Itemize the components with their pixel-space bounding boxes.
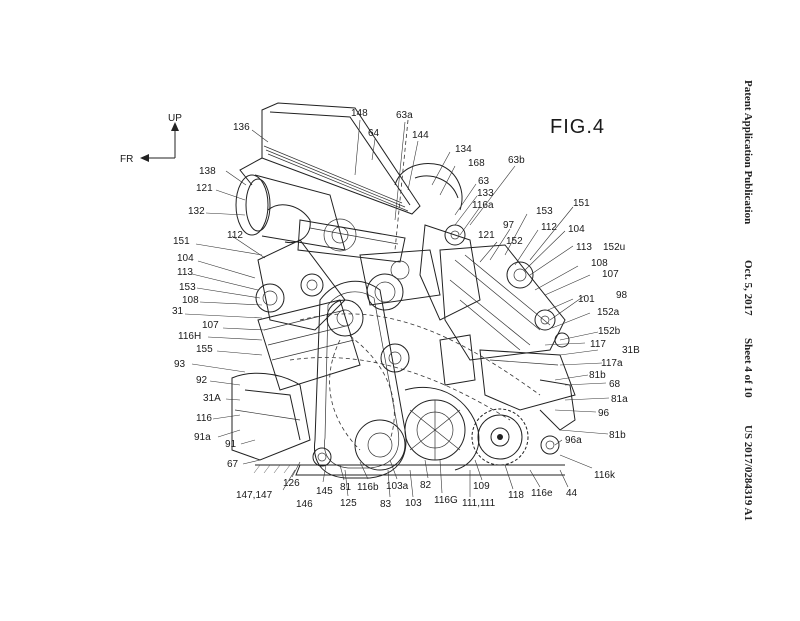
ref-67: 67: [227, 459, 239, 470]
ref-152b: 152b: [598, 326, 621, 337]
reference-labels: 148 63a 136 64 144 134 168 63b 138 63 12…: [172, 108, 640, 510]
ref-83: 83: [380, 499, 392, 510]
ref-111: 111,111: [462, 498, 496, 509]
ref-117: 117: [590, 339, 606, 350]
ref-101: 101: [578, 294, 595, 305]
crankcase: [253, 379, 576, 476]
ref-81b-upper: 81b: [589, 370, 606, 381]
ref-31: 31: [172, 306, 184, 317]
ref-108-left: 108: [182, 295, 199, 306]
ref-152a: 152a: [597, 307, 620, 318]
ref-144: 144: [412, 130, 429, 141]
front-label: FR: [120, 154, 133, 165]
ref-104-right: 104: [568, 224, 585, 235]
front-arrow-icon: [140, 154, 149, 162]
ref-91a: 91a: [194, 432, 211, 443]
figure-title: FIG.4: [550, 116, 605, 138]
ref-116e: 116e: [531, 488, 553, 499]
ref-136: 136: [233, 122, 250, 133]
chain-path-lower: [289, 357, 511, 421]
ref-152: 152: [506, 236, 523, 247]
orientation-indicator: UP FR: [120, 113, 182, 165]
ref-134: 134: [455, 144, 472, 155]
ref-146: 146: [296, 499, 313, 510]
ref-96a: 96a: [565, 435, 582, 446]
ref-116G: 116G: [434, 495, 458, 506]
ref-153-right: 153: [536, 206, 553, 217]
ref-116b: 116b: [357, 482, 379, 493]
ref-116: 116: [196, 413, 212, 424]
ref-118: 118: [508, 490, 524, 501]
ref-155: 155: [196, 344, 213, 355]
ref-96: 96: [598, 408, 610, 419]
ref-138: 138: [199, 166, 216, 177]
ref-116a: 116a: [472, 200, 494, 211]
ref-81a: 81a: [611, 394, 628, 405]
ref-125: 125: [340, 498, 357, 509]
ref-132: 132: [188, 206, 205, 217]
up-label: UP: [168, 113, 182, 124]
sheet-number: Sheet 4 of 10: [742, 338, 754, 398]
ref-81: 81: [340, 482, 352, 493]
centerline-dash: [394, 119, 409, 251]
ref-64: 64: [368, 128, 380, 139]
right-cylinder-head: [439, 244, 576, 411]
ref-31A: 31A: [203, 393, 221, 404]
cam-gears: [359, 224, 481, 373]
ref-112-right: 112: [541, 222, 557, 233]
left-cylinder-head: [231, 239, 361, 461]
ref-116k: 116k: [594, 470, 616, 481]
ref-147: 147,147: [236, 490, 273, 501]
ref-112-left: 112: [227, 230, 243, 241]
ref-82: 82: [420, 480, 432, 491]
chain-path-upper: [299, 313, 541, 396]
ref-44: 44: [566, 488, 578, 499]
ref-63a: 63a: [396, 110, 413, 121]
cam-chain-cover: [313, 280, 407, 479]
ref-151-left: 151: [173, 236, 190, 247]
publication-date: Oct. 5, 2017: [742, 260, 754, 316]
publication-label: Patent Application Publication: [742, 80, 754, 224]
ref-113-right: 113: [576, 242, 592, 253]
ref-107-right: 107: [602, 269, 619, 280]
ref-91: 91: [225, 439, 237, 450]
publication-number: US 2017/0284319 A1: [742, 425, 754, 521]
ref-152u: 152u: [603, 242, 625, 253]
ref-113-left: 113: [177, 267, 193, 278]
ref-103: 103: [405, 498, 422, 509]
ref-81b-lower: 81b: [609, 430, 626, 441]
drive-sprocket: [471, 408, 529, 466]
ref-98: 98: [616, 290, 628, 301]
throttle-body: [235, 174, 406, 263]
ref-109: 109: [473, 481, 490, 492]
ref-93: 93: [174, 359, 186, 370]
ref-117a: 117a: [601, 358, 623, 369]
ref-121-right: 121: [478, 230, 495, 241]
ref-68: 68: [609, 379, 621, 390]
ref-63: 63: [478, 176, 490, 187]
ref-31B: 31B: [622, 345, 640, 356]
up-arrow-icon: [171, 122, 179, 131]
ref-151-right: 151: [573, 198, 590, 209]
ref-145: 145: [316, 486, 333, 497]
margin-header: Patent Application Publication Oct. 5, 2…: [742, 80, 754, 521]
ref-104-left: 104: [177, 253, 194, 264]
air-cleaner-box: [239, 102, 463, 215]
ref-148: 148: [351, 108, 368, 119]
ref-168: 168: [468, 158, 485, 169]
ref-133: 133: [477, 188, 494, 199]
ref-108-right: 108: [591, 258, 608, 269]
ref-97: 97: [503, 220, 515, 231]
ref-107-left: 107: [202, 320, 219, 331]
ref-126: 126: [283, 478, 300, 489]
ref-121-upper: 121: [196, 183, 213, 194]
ref-103a: 103a: [386, 481, 409, 492]
ref-153-left: 153: [179, 282, 196, 293]
leader-lines: [184, 119, 610, 498]
ref-116H: 116H: [178, 331, 201, 342]
ref-63b: 63b: [508, 155, 525, 166]
engine-drawing: [231, 102, 576, 479]
ref-92: 92: [196, 375, 208, 386]
